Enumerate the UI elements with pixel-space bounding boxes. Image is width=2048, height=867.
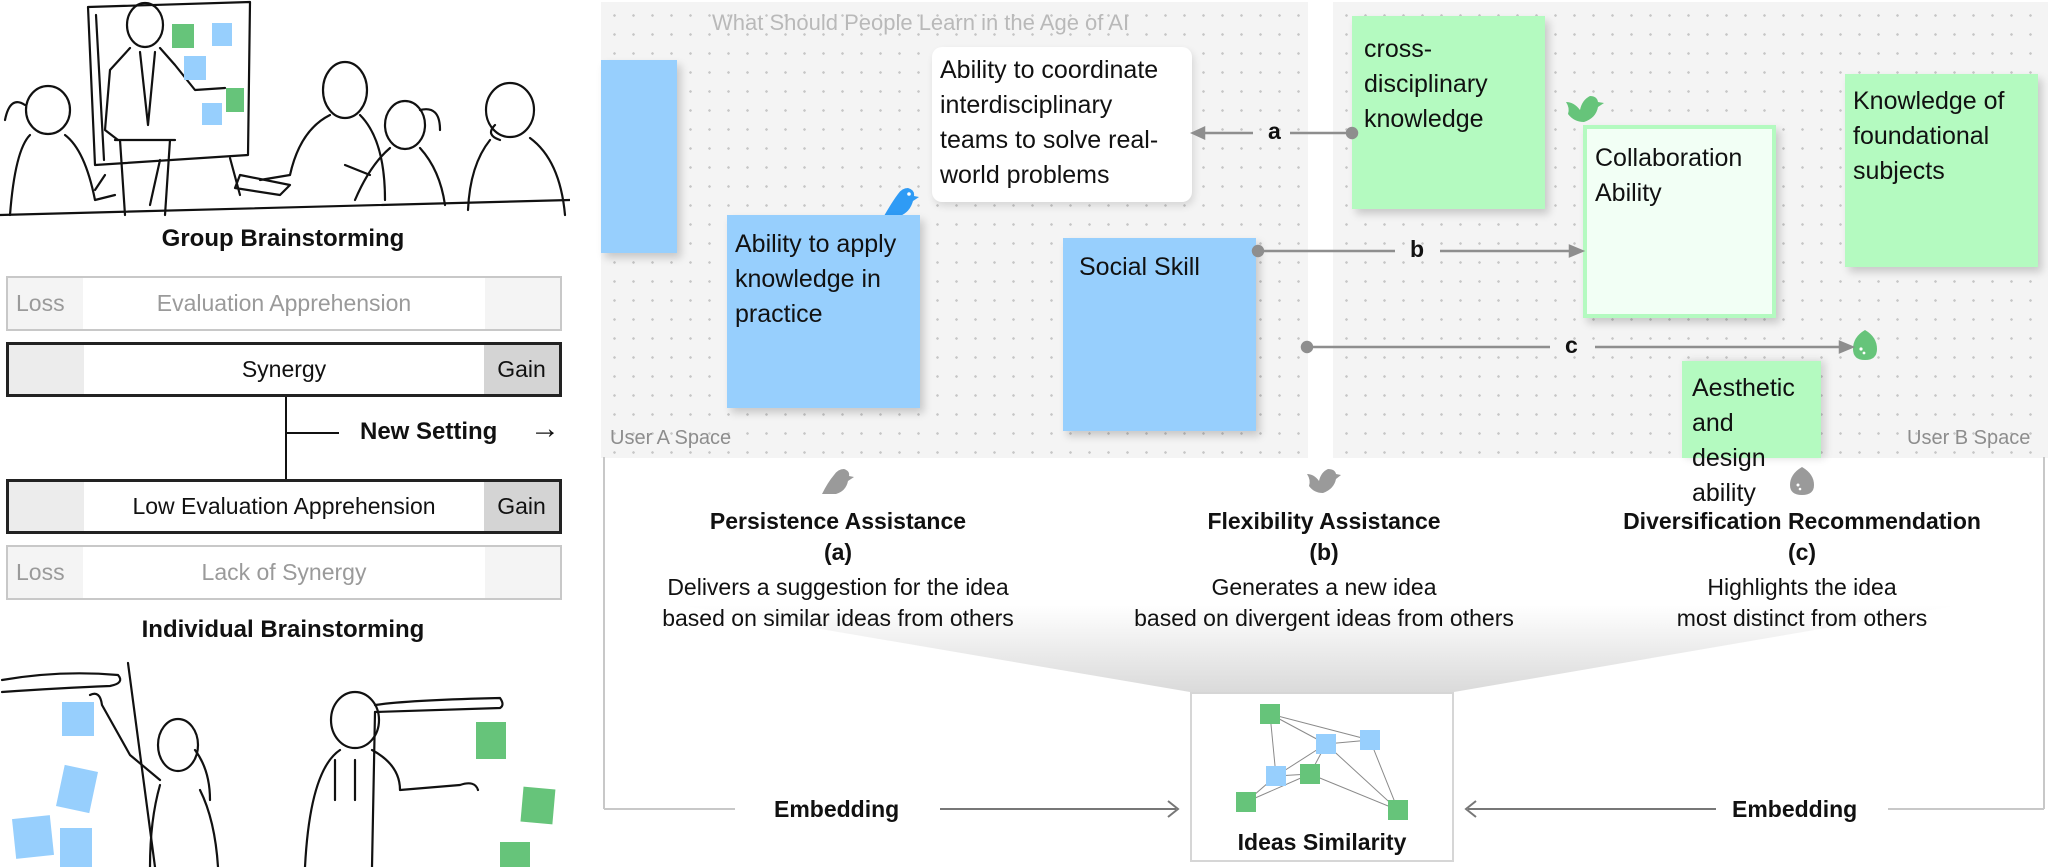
feature-title: Diversification Recommendation (1623, 508, 1981, 534)
connector-c-arrowhead (1838, 340, 1856, 354)
individual-brainstorming-title: Individual Brainstorming (141, 616, 425, 643)
graph-node-blue (1266, 766, 1286, 786)
feature-tag: (a) (823, 539, 853, 565)
graph-node-green (1236, 792, 1256, 812)
embedding-left-label: Embedding (774, 796, 900, 822)
user-b-space-label: User B Space (1907, 427, 2031, 449)
sticky-note-blue (56, 764, 98, 814)
embedding-right-label: Embedding (1732, 796, 1858, 822)
connector-b-arrowhead (1568, 244, 1586, 258)
feature-desc-line2: most distinct from others (1676, 605, 1928, 631)
new-setting-arrow: → (530, 412, 560, 445)
new-setting-connector-horizontal (287, 432, 339, 434)
bar-gain-label: Gain (484, 345, 559, 394)
sticky-note-blue (212, 23, 232, 46)
feature-title: Persistence Assistance (709, 508, 967, 534)
sticky-note-green (476, 722, 506, 759)
feature-tag: (b) (1309, 539, 1339, 565)
graph-node-blue (1316, 734, 1336, 754)
sticky-note-blue (62, 702, 94, 736)
bird-perched-icon (822, 469, 854, 494)
sticky-note-apply[interactable]: Ability to apply knowledge in practice (727, 215, 920, 408)
feature-desc-line1: Generates a new idea (1211, 574, 1437, 600)
bar-middle-label: Low Evaluation Apprehension (84, 482, 484, 531)
bar-low-evaluation-apprehension: Low Evaluation Apprehension Gain (6, 479, 562, 534)
feature-persistence-assistance: Persistence Assistance (a) Delivers a su… (608, 466, 1068, 634)
ideas-similarity-box: Ideas Similarity (1190, 692, 1454, 862)
sticky-note-social[interactable]: Social Skill (1063, 238, 1256, 431)
sticky-note-foundational[interactable]: Knowledge of foundational subjects (1845, 74, 2038, 267)
group-brainstorming-title: Group Brainstorming (161, 225, 405, 252)
sticky-note-partial[interactable] (601, 60, 677, 253)
user-a-space-label: User A Space (610, 427, 732, 449)
sticky-note-blue (184, 56, 206, 80)
sticky-note-green (226, 88, 244, 112)
bird-flying-icon (1566, 96, 1604, 122)
graph-node-green (1260, 704, 1280, 724)
sticky-note-blue (202, 103, 222, 125)
connectors (1189, 126, 1856, 354)
feature-desc-line2: based on divergent ideas from others (1134, 605, 1514, 631)
connector-a-label: a (1268, 118, 1281, 144)
bottom-frame (603, 457, 2045, 818)
bird-flying-icon (1307, 469, 1341, 493)
sticky-note-collaboration-generated[interactable]: Collaboration Ability (1583, 125, 1776, 318)
funnel-shading (680, 605, 1960, 692)
similarity-graph (1236, 704, 1408, 820)
new-setting-label: New Setting (360, 418, 498, 445)
bar-right-label (485, 547, 560, 598)
bar-left-label (9, 345, 84, 394)
bar-middle-label: Synergy (84, 345, 484, 394)
connector-a-arrowhead (1189, 126, 1206, 140)
bar-right-label (485, 278, 560, 329)
sticky-note-cross-disciplinary[interactable]: cross-disciplinary knowledge (1352, 16, 1545, 209)
graph-node-blue (1360, 730, 1380, 750)
bar-loss-label: Loss (8, 278, 83, 329)
bar-left-label (9, 482, 84, 531)
sticky-note-blue (60, 828, 92, 867)
feature-flexibility-assistance: Flexibility Assistance (b) Generates a n… (1094, 466, 1554, 634)
bar-middle-label: Evaluation Apprehension (83, 278, 485, 329)
graph-node-green (1388, 800, 1408, 820)
individual-brainstorming-illustration (0, 661, 556, 867)
bar-gain-label: Gain (484, 482, 559, 531)
sticky-note-blue (12, 815, 54, 859)
feature-desc-line1: Delivers a suggestion for the idea (667, 574, 1009, 600)
bar-synergy: Synergy Gain (6, 342, 562, 397)
feature-title: Flexibility Assistance (1207, 508, 1441, 534)
bar-lack-of-synergy: Loss Lack of Synergy (6, 545, 562, 600)
graph-node-green (1300, 764, 1320, 784)
bar-loss-label: Loss (8, 547, 83, 598)
sticky-note-green (520, 786, 556, 825)
suggestion-note-coordinate[interactable]: Ability to coordinate interdisciplinary … (932, 47, 1192, 202)
group-brainstorming-illustration (0, 0, 570, 217)
ideas-similarity-title: Ideas Similarity (1237, 829, 1407, 855)
connector-a-origin (1345, 126, 1359, 140)
new-setting-connector-vertical (285, 397, 287, 479)
board-title: What Should People Learn in the Age of A… (712, 10, 1130, 35)
feature-desc-line1: Highlights the idea (1707, 574, 1897, 600)
bird-perched-icon (884, 188, 919, 216)
bar-evaluation-apprehension: Loss Evaluation Apprehension (6, 276, 562, 331)
feature-desc-line2: based on similar ideas from others (662, 605, 1014, 631)
sticky-note-green (172, 24, 194, 48)
connector-c-label: c (1565, 332, 1578, 358)
egg-icon (1853, 330, 1877, 360)
connector-b-label: b (1410, 236, 1425, 262)
egg-icon (1790, 467, 1814, 495)
bar-middle-label: Lack of Synergy (83, 547, 485, 598)
feature-tag: (c) (1787, 539, 1817, 565)
sticky-note-aesthetic[interactable]: Aesthetic and design ability (1682, 361, 1821, 507)
sticky-note-green (500, 842, 530, 867)
feature-diversification-recommendation: Diversification Recommendation (c) Highl… (1572, 466, 2032, 634)
